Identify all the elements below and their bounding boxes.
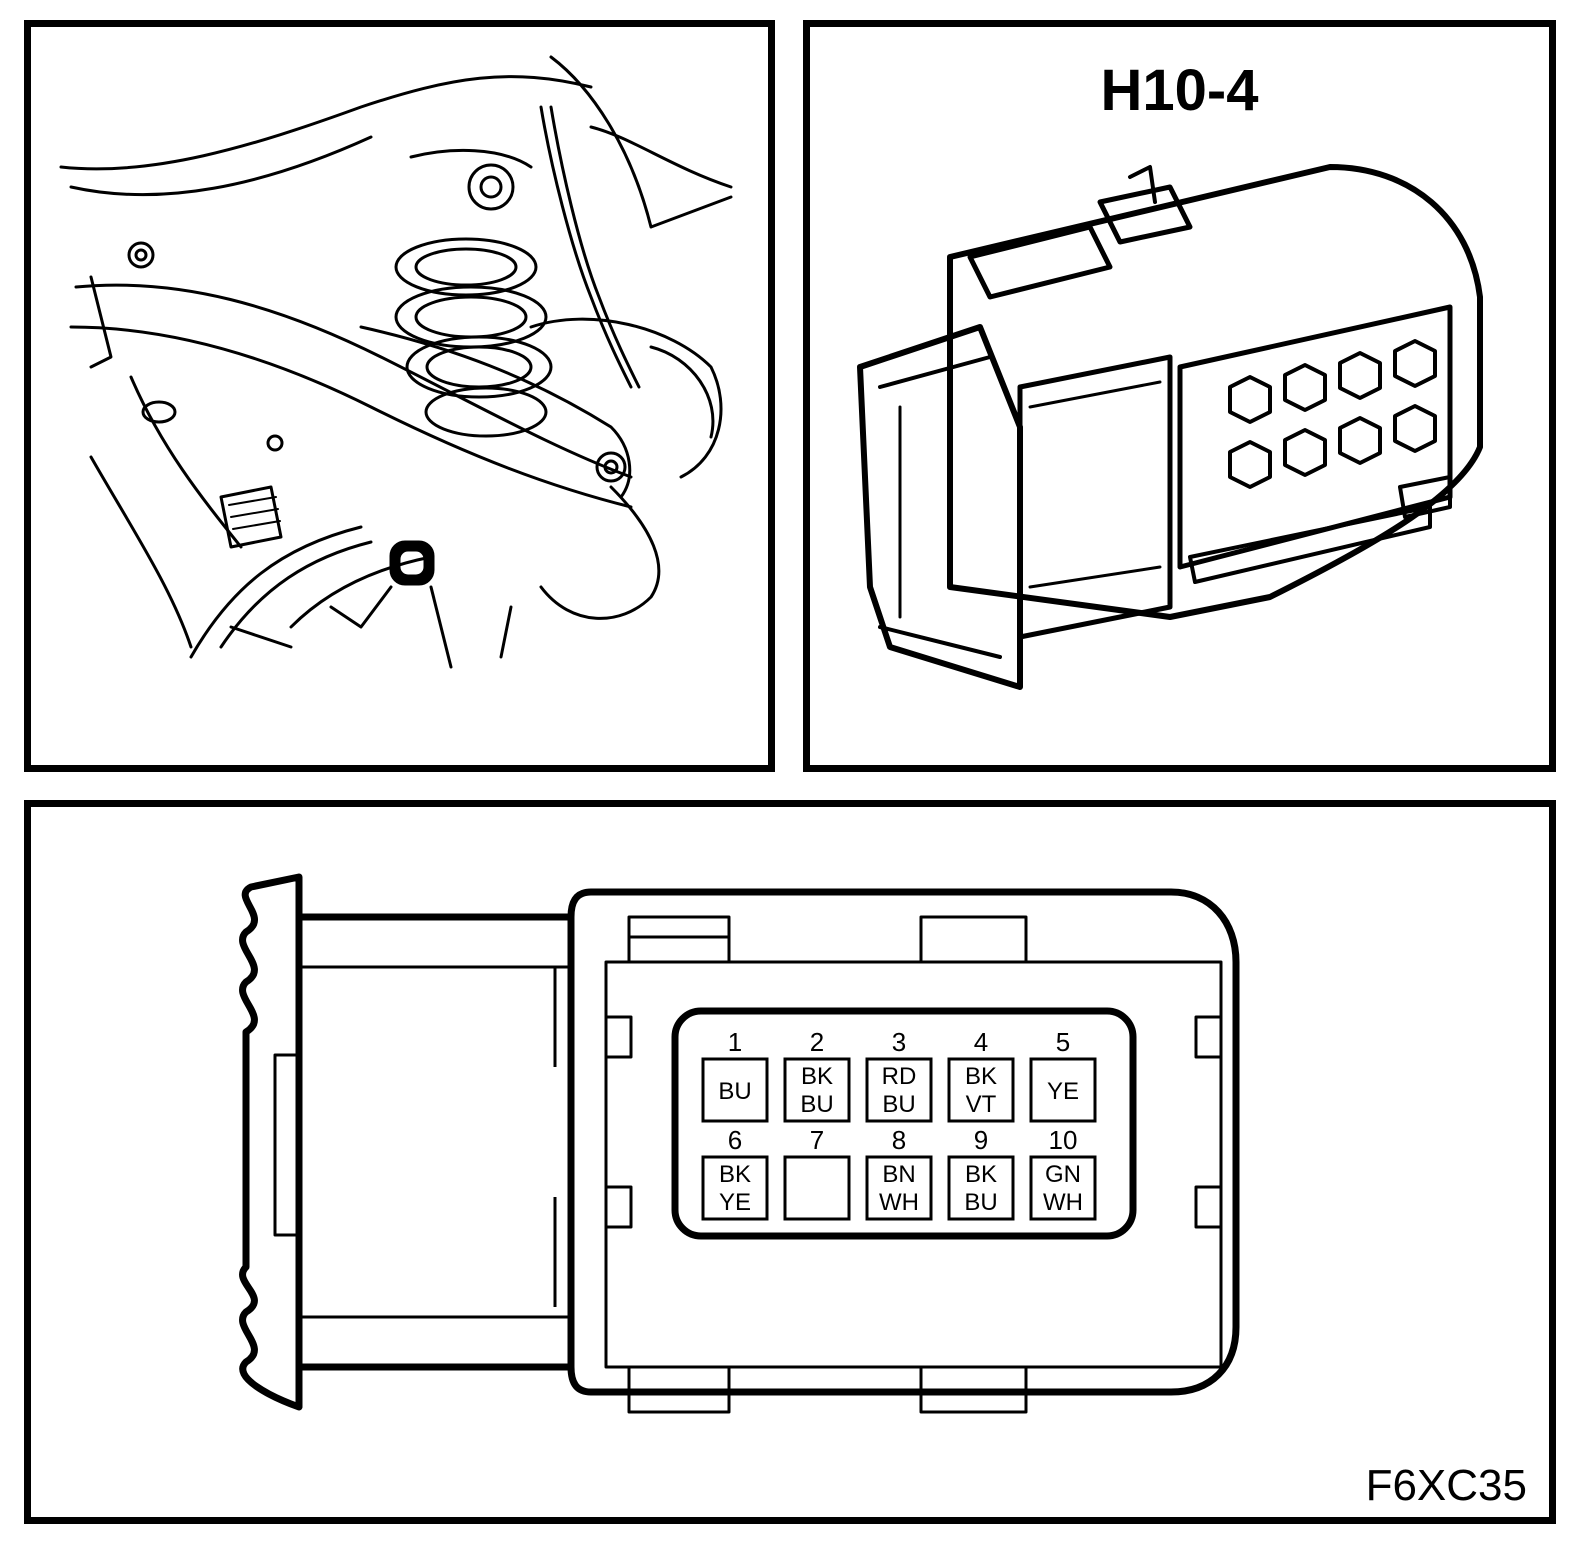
pin-number: 2 <box>810 1027 824 1057</box>
pin-number: 6 <box>728 1125 742 1155</box>
pin-cell <box>1029 1057 1097 1123</box>
pin-wire-color: BN <box>882 1161 915 1188</box>
pin-wire-color: WH <box>1043 1189 1083 1216</box>
pin-number: 10 <box>1049 1125 1078 1155</box>
connector-view-panel: H10-4 <box>803 20 1556 772</box>
pin-wire-color: BU <box>718 1078 751 1105</box>
pin-7: 7 <box>783 1125 851 1221</box>
pin-cell <box>865 1155 933 1221</box>
connector-id-label: H10-4 <box>1100 58 1259 123</box>
location-illustration-panel <box>24 20 775 772</box>
connector-housing <box>567 888 1240 1396</box>
pin-number: 4 <box>974 1027 988 1057</box>
pin-wire-color: BU <box>964 1189 997 1216</box>
pin-wire-color: WH <box>879 1189 919 1216</box>
pin-1: 1BU <box>701 1027 769 1123</box>
pin-wire-color: GN <box>1045 1161 1081 1188</box>
figure-code: F6XC35 <box>1365 1461 1527 1510</box>
locking-lever <box>239 873 303 1411</box>
pin-cell <box>701 1155 769 1221</box>
suspension-illustration <box>59 55 733 669</box>
pin-number: 5 <box>1056 1027 1070 1057</box>
pin-number: 9 <box>974 1125 988 1155</box>
pin-wire-color: BK <box>719 1161 751 1188</box>
pin-wire-color: BK <box>965 1063 997 1090</box>
pin-field <box>671 1007 1137 1240</box>
pin-wire-color: BU <box>800 1091 833 1118</box>
pin-5: 5YE <box>1029 1027 1097 1123</box>
pin-cell <box>947 1155 1015 1221</box>
pin-wire-color: BK <box>965 1161 997 1188</box>
pin-cell <box>783 1155 851 1221</box>
pin-wire-color: VT <box>966 1091 997 1118</box>
pin-cell <box>701 1057 769 1123</box>
pin-cell <box>865 1057 933 1123</box>
pin-number: 1 <box>728 1027 742 1057</box>
pin-number: 8 <box>892 1125 906 1155</box>
pin-wire-color: YE <box>719 1189 751 1216</box>
pin-wire-color: RD <box>882 1063 917 1090</box>
pin-cell <box>947 1057 1015 1123</box>
connector-perspective-drawing <box>857 164 1483 690</box>
pin-wire-color: BU <box>882 1091 915 1118</box>
pin-wire-color: YE <box>1047 1078 1079 1105</box>
pin-cell <box>1029 1155 1097 1221</box>
pin-wire-color: BK <box>801 1063 833 1090</box>
pin-number: 7 <box>810 1125 824 1155</box>
pin-cell <box>783 1057 851 1123</box>
pin-number: 3 <box>892 1027 906 1057</box>
